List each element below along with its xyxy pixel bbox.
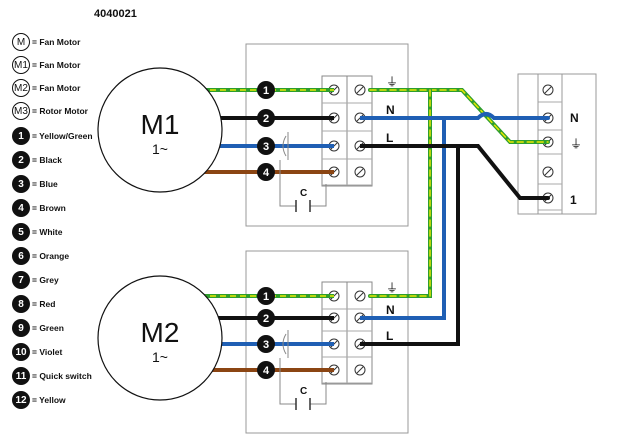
earth-icon: ⏚ [386,75,398,89]
wire-number-badge [257,109,275,127]
terminal-strip-1 [321,75,373,187]
wire-number-badge [257,287,275,305]
supply-label-n: N [570,111,579,125]
motor-circle-icon [97,275,223,401]
interconnect-wires [368,88,550,346]
wire-number-badge [257,361,275,379]
motor-label: M1 [141,109,180,140]
earth-icon: ⏚ [386,281,398,295]
terminal-strip-2 [321,281,373,385]
terminal-label-n: N [386,303,395,317]
wire-number: 1 [263,291,269,303]
wire-number: 2 [263,313,269,325]
wire-number: 2 [263,113,269,125]
motor-phase-label: 1~ [152,349,168,365]
wire-number-badge [257,137,275,155]
wire-number: 4 [263,365,270,377]
wire-number: 3 [263,141,269,153]
wire-number-badge [257,81,275,99]
wire-number-badge [257,309,275,327]
motor-group-2: C M21~ 1 2 3 4 ⏚ NL [97,275,398,410]
terminal-label-n: N [386,103,395,117]
capacitor-label: C [300,386,307,397]
motor-phase-label: 1~ [152,141,168,157]
motor-group-1: C M11~ 1 2 3 4 ⏚ NL [97,67,398,212]
terminal-label-l: L [386,329,393,343]
capacitor-label: C [300,188,307,199]
supply-label-1: 1 [570,193,577,207]
motor-label: M2 [141,317,180,348]
wire-number-badge [257,163,275,181]
wire-number: 1 [263,85,269,97]
motor-circle-icon [97,67,223,193]
wire-number: 4 [263,167,270,179]
wire-number-badge [257,335,275,353]
earth-symbol-supply: ⏚ [570,137,582,151]
terminal-label-l: L [386,131,393,145]
wire-number: 3 [263,339,269,351]
